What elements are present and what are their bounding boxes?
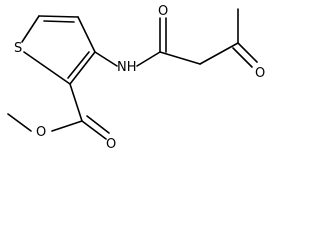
methyl-ester-group [7, 83, 110, 140]
molecule-structure-diagram: S NH O O O O [7, 4, 265, 152]
bond-ester-c-o-double-b [86, 115, 110, 134]
bond-c3-c2-inner [67, 51, 90, 79]
bond-ester-c-o-double-a [81, 120, 107, 140]
amide-oxygen-label: O [158, 4, 168, 19]
bond-s-c5 [21, 15, 40, 43]
ketone-oxygen-label: O [255, 66, 265, 81]
bond-amide-c-ch2 [159, 51, 201, 65]
bond-ketone-c-o [237, 42, 258, 63]
ester-carbonyl-oxygen-label: O [106, 137, 116, 152]
bond-n-c-amide [136, 51, 161, 67]
bond-c5-c4-inner [43, 20, 75, 23]
bond-c4-c3 [77, 16, 96, 53]
amide-nh-label: NH [117, 60, 137, 75]
thiophene-ring [21, 15, 96, 85]
sulfur-atom-label: S [14, 41, 22, 56]
bond-ch2-c-ketone [199, 42, 239, 65]
bond-o-methyl [7, 113, 32, 132]
bond-ketone-c-o-double [232, 47, 253, 68]
bond-ester-c-o-single [51, 120, 83, 132]
bond-c3-n [94, 51, 118, 67]
bond-c2-s [23, 51, 71, 85]
bond-c3-c2 [69, 51, 96, 85]
ester-ether-oxygen-label: O [36, 125, 46, 140]
bond-c5-c4 [38, 15, 79, 18]
bond-c2-c-ester [69, 83, 83, 122]
acetoacetamide-chain [94, 8, 258, 68]
